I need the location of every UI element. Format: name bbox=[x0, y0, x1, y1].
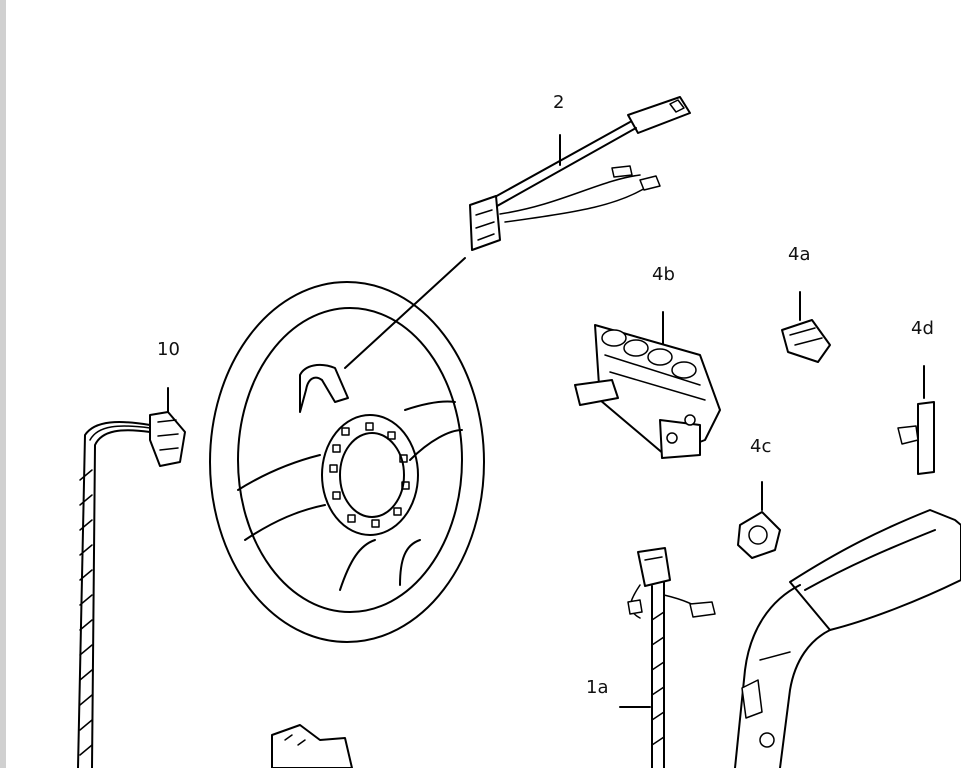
part-4c-clip bbox=[737, 481, 781, 559]
callout-label-10: 10 bbox=[157, 339, 180, 360]
part-4a-switch bbox=[781, 291, 831, 363]
part-10-wiring bbox=[77, 387, 186, 768]
callout-label-1a: 1a bbox=[586, 677, 609, 698]
part-4b-switch-block bbox=[574, 311, 721, 459]
part-1a-harness bbox=[619, 547, 716, 768]
callout-label-4b: 4b bbox=[652, 264, 675, 285]
part-2-harness bbox=[344, 96, 691, 369]
callout-label-2: 2 bbox=[553, 92, 565, 113]
left-edge-divider bbox=[0, 0, 6, 768]
callout-label-4c: 4c bbox=[750, 436, 772, 457]
part-4d-cover bbox=[897, 365, 935, 475]
callout-label-4d: 4d bbox=[911, 318, 934, 339]
column-trim-cover bbox=[734, 509, 961, 768]
bottom-connector bbox=[271, 724, 353, 768]
steering-wheel bbox=[209, 281, 485, 643]
callout-label-4a: 4a bbox=[788, 244, 811, 265]
